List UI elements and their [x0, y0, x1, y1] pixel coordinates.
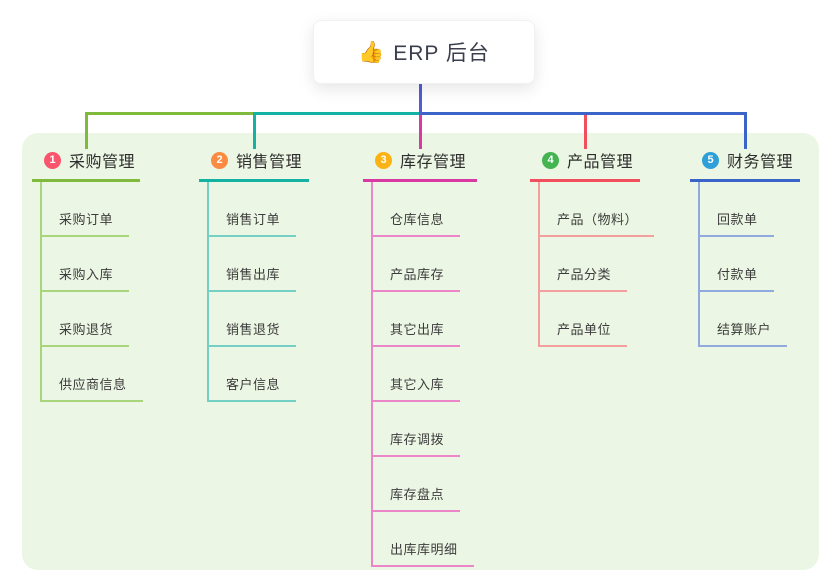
- root-title: ERP 后台: [393, 42, 490, 65]
- child-node-label: 出库库明细: [373, 539, 474, 567]
- child-node[interactable]: 库存盘点: [373, 457, 477, 512]
- child-node[interactable]: 付款单: [700, 237, 800, 292]
- branch-header[interactable]: 1 采购管理: [32, 148, 140, 182]
- branch-number-badge: 4: [542, 151, 559, 169]
- child-node[interactable]: 结算账户: [700, 292, 800, 347]
- branch-header[interactable]: 4 产品管理: [530, 148, 640, 182]
- branch-drop-line: [419, 112, 422, 149]
- child-node-label: 产品单位: [540, 319, 628, 347]
- child-node[interactable]: 采购订单: [42, 182, 143, 237]
- branch: 4 产品管理 产品（物料） 产品分类 产品单位: [530, 148, 655, 347]
- child-node-label: 采购退货: [42, 319, 130, 347]
- child-node-label: 付款单: [700, 264, 774, 292]
- child-node-label: 库存盘点: [373, 484, 461, 512]
- branch-header[interactable]: 5 财务管理: [690, 148, 800, 182]
- child-node[interactable]: 销售出库: [209, 237, 309, 292]
- root-node[interactable]: 👍 ERP 后台: [313, 20, 535, 84]
- child-node[interactable]: 产品单位: [540, 292, 654, 347]
- child-node[interactable]: 其它出库: [373, 292, 477, 347]
- child-node[interactable]: 其它入库: [373, 347, 477, 402]
- child-node-label: 产品分类: [540, 264, 628, 292]
- child-node-label: 销售退货: [209, 319, 297, 347]
- child-node-label: 供应商信息: [42, 374, 143, 402]
- branch-children: 仓库信息 产品库存 其它出库 其它入库 库存调拨 库存盘点 出库库明细: [371, 182, 477, 567]
- child-node[interactable]: 产品分类: [540, 237, 654, 292]
- branch-header[interactable]: 3 库存管理: [363, 148, 477, 182]
- branch-children: 销售订单 销售出库 销售退货 客户信息: [207, 182, 309, 402]
- child-node-label: 其它入库: [373, 374, 461, 402]
- branch-label: 采购管理: [69, 154, 136, 171]
- child-node-label: 销售出库: [209, 264, 297, 292]
- child-node-label: 回款单: [700, 209, 774, 237]
- bus-segment: [419, 112, 746, 115]
- child-node[interactable]: 产品（物料）: [540, 182, 655, 237]
- child-node-label: 采购订单: [42, 209, 130, 237]
- child-node[interactable]: 销售订单: [209, 182, 309, 237]
- branch-label: 财务管理: [727, 154, 794, 171]
- branch-label: 销售管理: [236, 154, 303, 171]
- child-node[interactable]: 回款单: [700, 182, 800, 237]
- branch: 1 采购管理 采购订单 采购入库 采购退货 供应商信息: [32, 148, 143, 402]
- child-node-label: 仓库信息: [373, 209, 461, 237]
- child-node-label: 客户信息: [209, 374, 297, 402]
- branch-drop-line: [744, 112, 747, 149]
- branch-drop-line: [253, 112, 256, 149]
- child-node-label: 采购入库: [42, 264, 130, 292]
- child-node[interactable]: 客户信息: [209, 347, 309, 402]
- branch-drop-line: [85, 112, 88, 149]
- branch-drop-line: [584, 112, 587, 149]
- child-node-label: 销售订单: [209, 209, 297, 237]
- child-node[interactable]: 采购入库: [42, 237, 143, 292]
- child-node-label: 库存调拨: [373, 429, 461, 457]
- child-node[interactable]: 库存调拨: [373, 402, 477, 457]
- child-node-label: 结算账户: [700, 319, 788, 347]
- branch: 5 财务管理 回款单 付款单 结算账户: [690, 148, 800, 347]
- branch-number-badge: 2: [211, 151, 228, 169]
- branch-label: 产品管理: [567, 154, 634, 171]
- branch-children: 采购订单 采购入库 采购退货 供应商信息: [40, 182, 143, 402]
- branch: 2 销售管理 销售订单 销售出库 销售退货 客户信息: [199, 148, 309, 402]
- branch-children: 回款单 付款单 结算账户: [698, 182, 800, 347]
- branch-label: 库存管理: [400, 154, 467, 171]
- branch-number-badge: 3: [375, 151, 392, 169]
- bus-segment: [85, 112, 253, 115]
- child-node[interactable]: 销售退货: [209, 292, 309, 347]
- child-node[interactable]: 产品库存: [373, 237, 477, 292]
- child-node-label: 产品（物料）: [540, 209, 655, 237]
- branch-children: 产品（物料） 产品分类 产品单位: [538, 182, 655, 347]
- branch: 3 库存管理 仓库信息 产品库存 其它出库 其它入库 库存调拨 库存盘点 出库库…: [363, 148, 477, 567]
- mindmap-panel: [22, 133, 819, 570]
- child-node[interactable]: 出库库明细: [373, 512, 477, 567]
- child-node[interactable]: 供应商信息: [42, 347, 143, 402]
- root-stem-line: [419, 82, 422, 115]
- child-node[interactable]: 采购退货: [42, 292, 143, 347]
- child-node-label: 产品库存: [373, 264, 461, 292]
- bus-segment: [253, 112, 419, 115]
- branch-number-badge: 5: [702, 151, 719, 169]
- branch-number-badge: 1: [44, 151, 61, 169]
- child-node[interactable]: 仓库信息: [373, 182, 477, 237]
- branch-header[interactable]: 2 销售管理: [199, 148, 309, 182]
- child-node-label: 其它出库: [373, 319, 461, 347]
- thumbs-up-icon: 👍: [358, 40, 385, 64]
